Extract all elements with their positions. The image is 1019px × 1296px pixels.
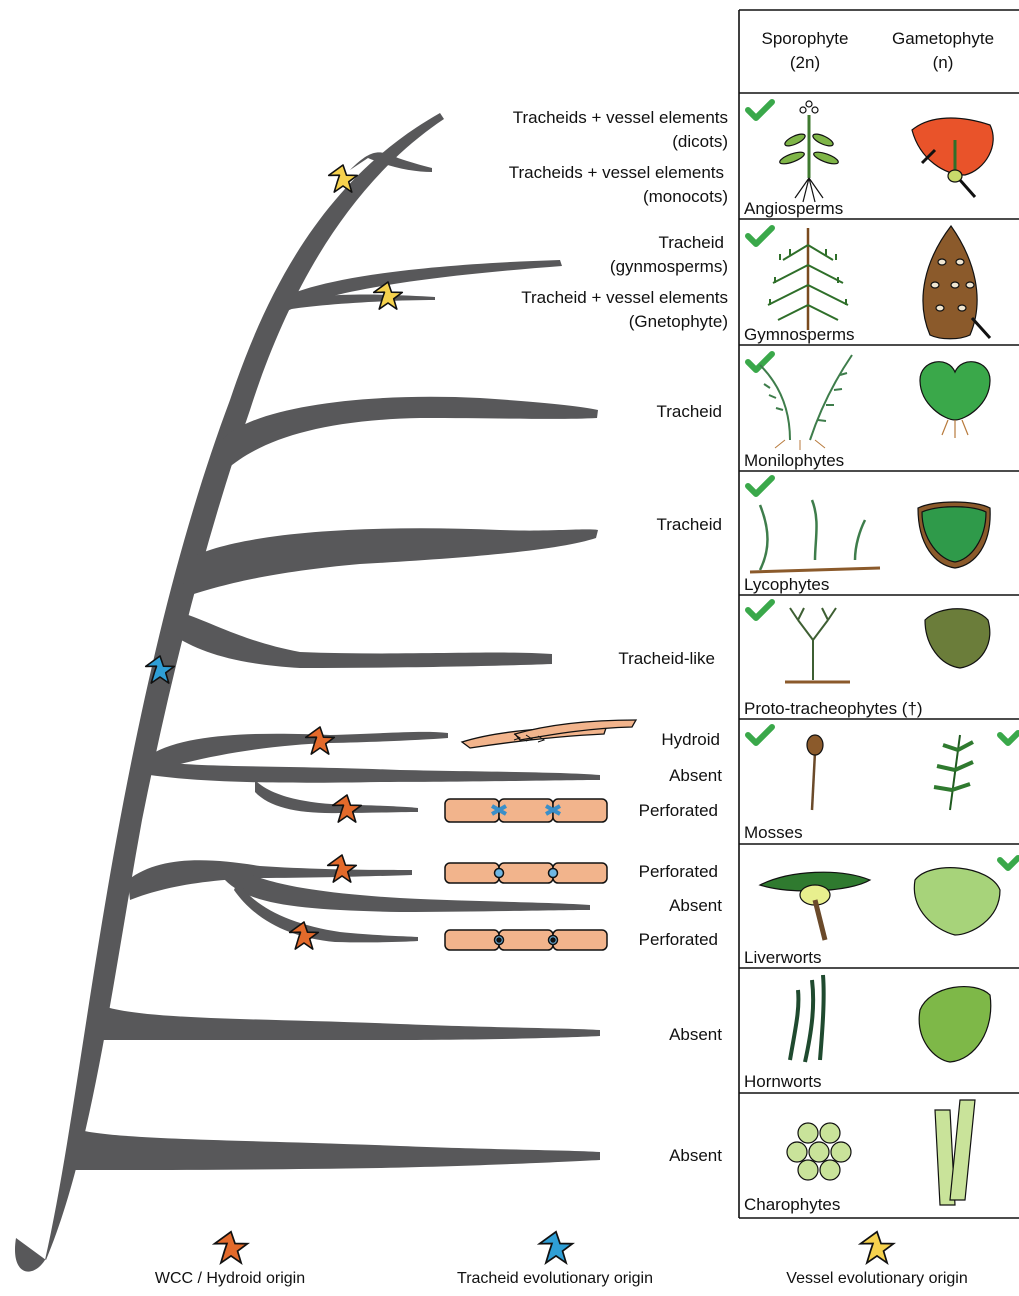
gymnosperm-sporophyte-illustration bbox=[768, 228, 848, 330]
group-name-charophytes: Charophytes bbox=[744, 1195, 840, 1214]
hydroid-cell-icon bbox=[462, 720, 636, 748]
group-name-lycophytes: Lycophytes bbox=[744, 575, 829, 594]
branch-monilophytes bbox=[222, 397, 598, 470]
branch-hornworts bbox=[96, 1005, 600, 1040]
label-gnetophyte-line2: (Gnetophyte) bbox=[629, 312, 728, 331]
branch-moss-perforated bbox=[255, 780, 418, 813]
sporophyte-header: Sporophyte bbox=[762, 29, 849, 48]
label-moss-absent: Absent bbox=[669, 766, 722, 785]
label-dicots-line1: Tracheids + vessel elements bbox=[513, 108, 728, 127]
proto-tracheophyte-sporophyte-illustration bbox=[785, 608, 850, 682]
moss-perforated-cells bbox=[445, 799, 607, 822]
legend-wcc-label: WCC / Hydroid origin bbox=[155, 1270, 305, 1287]
legend-tracheid-star-icon bbox=[540, 1232, 573, 1263]
moss-sporophyte-illustration bbox=[807, 735, 823, 810]
check-icon-lycophytes-sporophyte bbox=[748, 478, 772, 494]
group-name-proto-tracheophytes: Proto-tracheophytes (†) bbox=[744, 699, 923, 718]
branch-lycophytes bbox=[182, 528, 598, 598]
label-liverwort-perforated-2: Perforated bbox=[639, 930, 718, 949]
hornwort-gametophyte-illustration bbox=[919, 987, 991, 1062]
group-name-hornworts: Hornworts bbox=[744, 1072, 821, 1091]
label-hydroid: Hydroid bbox=[661, 730, 720, 749]
phylogenetic-tree bbox=[15, 113, 600, 1272]
label-proto-tracheophytes: Tracheid-like bbox=[618, 649, 715, 668]
liverwort-perforated-cells-1 bbox=[445, 863, 607, 883]
legend-vessel-label: Vessel evolutionary origin bbox=[786, 1270, 967, 1287]
branch-charophytes bbox=[75, 1130, 600, 1170]
check-icon-angiosperms-sporophyte bbox=[748, 102, 772, 118]
liverwort-sporophyte-illustration bbox=[760, 872, 870, 940]
group-name-mosses: Mosses bbox=[744, 823, 803, 842]
label-hornworts: Absent bbox=[669, 1025, 722, 1044]
label-liverwort-perforated-1: Perforated bbox=[639, 862, 718, 881]
check-icon-proto-tracheophytes-sporophyte bbox=[748, 602, 772, 618]
gametophyte-ploidy: (n) bbox=[933, 53, 954, 72]
label-monilophytes: Tracheid bbox=[656, 402, 722, 421]
check-icon-liverworts-gametophyte bbox=[1000, 858, 1018, 868]
charophyte-sporophyte-illustration bbox=[787, 1123, 851, 1180]
label-monocots-line2: (monocots) bbox=[643, 187, 728, 206]
legend: WCC / Hydroid origin Tracheid evolutiona… bbox=[155, 1232, 968, 1287]
label-gymnosperms-line2: (gynmosperms) bbox=[610, 257, 728, 276]
branch-hydroid bbox=[150, 732, 448, 770]
charophyte-gametophyte-illustration bbox=[935, 1100, 975, 1205]
monilophyte-sporophyte-illustration bbox=[760, 355, 852, 450]
legend-tracheid-label: Tracheid evolutionary origin bbox=[457, 1270, 653, 1287]
group-name-liverworts: Liverworts bbox=[744, 948, 821, 967]
lycophyte-sporophyte-illustration bbox=[750, 500, 880, 572]
sporophyte-ploidy: (2n) bbox=[790, 53, 820, 72]
label-gnetophyte-line1: Tracheid + vessel elements bbox=[521, 288, 728, 307]
label-liverwort-absent: Absent bbox=[669, 896, 722, 915]
check-icon-gymnosperms-sporophyte bbox=[748, 228, 772, 244]
label-dicots-line2: (dicots) bbox=[672, 132, 728, 151]
gymnosperm-gametophyte-illustration bbox=[923, 226, 990, 339]
table-header: Sporophyte (2n) Gametophyte (n) bbox=[762, 29, 995, 72]
label-charophytes: Absent bbox=[669, 1146, 722, 1165]
branch-proto-tracheophytes bbox=[168, 610, 552, 668]
angiosperm-gametophyte-illustration bbox=[912, 118, 993, 197]
label-monocots-line1: Tracheids + vessel elements bbox=[509, 163, 724, 182]
liverwort-gametophyte-illustration bbox=[914, 868, 1000, 935]
gametophyte-header: Gametophyte bbox=[892, 29, 994, 48]
group-name-gymnosperms: Gymnosperms bbox=[744, 325, 855, 344]
legend-vessel-star-icon bbox=[861, 1232, 894, 1263]
group-names: Angiosperms Gymnosperms Monilophytes Lyc… bbox=[744, 199, 923, 1214]
monilophyte-gametophyte-illustration bbox=[920, 362, 990, 438]
label-lycophytes: Tracheid bbox=[656, 515, 722, 534]
moss-gametophyte-illustration bbox=[934, 735, 973, 810]
check-icon-mosses-gametophyte bbox=[1000, 733, 1018, 743]
hornwort-sporophyte-illustration bbox=[790, 975, 824, 1062]
wcc-star-liverwort-perforated-1 bbox=[328, 855, 357, 882]
lycophyte-gametophyte-illustration bbox=[918, 502, 990, 568]
check-icon-monilophytes-sporophyte bbox=[748, 354, 772, 370]
group-name-angiosperms: Angiosperms bbox=[744, 199, 843, 218]
angiosperm-sporophyte-illustration bbox=[778, 101, 839, 202]
branch-monocots bbox=[350, 152, 432, 172]
group-name-monilophytes: Monilophytes bbox=[744, 451, 844, 470]
proto-tracheophyte-gametophyte-illustration bbox=[925, 609, 990, 668]
label-gymnosperms-line1: Tracheid bbox=[658, 233, 724, 252]
label-moss-perforated: Perforated bbox=[639, 801, 718, 820]
legend-wcc-star-icon bbox=[215, 1232, 248, 1263]
liverwort-perforated-cells-2 bbox=[445, 930, 607, 950]
check-icon-mosses-sporophyte bbox=[748, 727, 772, 743]
tree-trunk bbox=[15, 113, 444, 1272]
branch-moss-absent bbox=[150, 760, 600, 783]
